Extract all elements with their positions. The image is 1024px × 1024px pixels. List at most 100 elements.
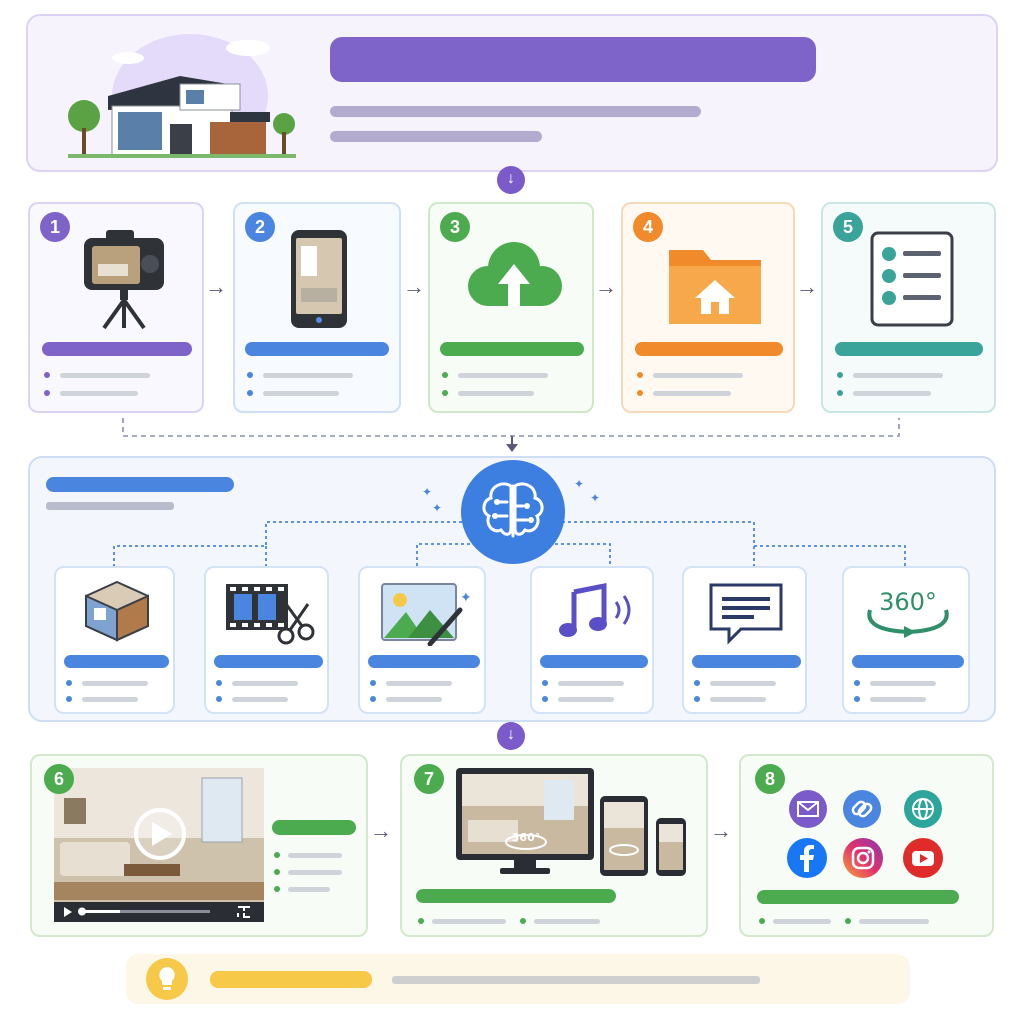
- tip-title-bar: [210, 971, 372, 988]
- video-player-icon[interactable]: [54, 768, 264, 922]
- text-line: [870, 681, 936, 686]
- home-folder-icon: [665, 242, 765, 328]
- text-line: [558, 697, 614, 702]
- dashed-connector: [0, 414, 1024, 454]
- bullet: [442, 372, 448, 378]
- step-title-bar: [272, 820, 356, 835]
- bullet: [216, 680, 222, 686]
- text-line: [60, 373, 150, 378]
- step-number-badge: 8: [755, 764, 785, 794]
- ai-tool-card-captions[interactable]: [682, 566, 807, 714]
- text-line: [773, 919, 831, 924]
- text-line: [263, 391, 339, 396]
- step-title-bar: [635, 342, 783, 356]
- music-audio-icon: [558, 582, 634, 642]
- multi-device-icon: [454, 766, 690, 878]
- bullet: [837, 372, 843, 378]
- text-line: [870, 697, 926, 702]
- bullet: [637, 390, 643, 396]
- text-line: [288, 870, 342, 875]
- text-line: [653, 373, 743, 378]
- header-subtitle-line: [330, 106, 701, 117]
- text-line: [710, 697, 766, 702]
- text-line: [386, 697, 442, 702]
- bullet: [247, 372, 253, 378]
- step-title-bar: [440, 342, 584, 356]
- text-line: [853, 391, 931, 396]
- right-arrow-icon: →: [710, 818, 732, 843]
- text-line: [60, 391, 138, 396]
- bullet: [694, 680, 700, 686]
- text-line: [653, 391, 731, 396]
- right-arrow-icon: →: [205, 274, 227, 299]
- bullet: [520, 918, 526, 924]
- right-arrow-icon: →: [595, 274, 617, 299]
- email-icon[interactable]: [789, 790, 827, 828]
- globe-icon[interactable]: [904, 790, 942, 828]
- smartphone-icon: [289, 228, 349, 330]
- header-title-bar: [330, 37, 816, 82]
- step-card-8[interactable]: 8: [739, 754, 994, 937]
- step-title-bar: [245, 342, 389, 356]
- text-line: [534, 919, 600, 924]
- ai-panel-subtitle-line: [46, 502, 174, 510]
- step-title-bar: [416, 889, 616, 903]
- bullet: [837, 390, 843, 396]
- right-arrow-icon: →: [370, 818, 392, 843]
- bullet: [247, 390, 253, 396]
- step-card-5[interactable]: 5: [821, 202, 996, 413]
- lightbulb-icon: [146, 958, 188, 1000]
- step-number-badge: 5: [833, 212, 863, 242]
- text-line: [432, 919, 506, 924]
- text-line: [458, 391, 534, 396]
- bullet: [759, 918, 765, 924]
- tool-title-bar: [540, 655, 648, 668]
- step-card-2[interactable]: 2: [233, 202, 401, 413]
- text-line: [458, 373, 548, 378]
- svg-text:✦: ✦: [590, 491, 600, 505]
- brain-circuit-icon: [459, 458, 567, 566]
- house-illustration: [60, 24, 306, 164]
- view-360-label: 360°: [879, 588, 937, 616]
- ai-tool-card-music[interactable]: [530, 566, 654, 714]
- ai-tool-card-film-edit[interactable]: [204, 566, 329, 714]
- step-number-badge: 3: [440, 212, 470, 242]
- 3d-room-icon: [82, 578, 152, 644]
- bullet: [66, 680, 72, 686]
- tool-title-bar: [214, 655, 323, 668]
- step-card-7[interactable]: 7 360°: [400, 754, 708, 937]
- step-number-badge: 7: [414, 764, 444, 794]
- bullet: [854, 696, 860, 702]
- down-arrow-icon: ↓: [497, 722, 525, 750]
- facebook-icon[interactable]: [787, 838, 827, 878]
- ai-tool-card-image-magic[interactable]: ✦: [358, 566, 486, 714]
- bullet: [274, 886, 280, 892]
- ai-tool-card-3d-room[interactable]: [54, 566, 175, 714]
- bullet: [542, 680, 548, 686]
- tip-text-line: [392, 976, 760, 984]
- step-card-6[interactable]: 6: [30, 754, 368, 937]
- step-title-bar: [757, 890, 959, 904]
- youtube-icon[interactable]: [903, 838, 943, 878]
- bullet: [44, 372, 50, 378]
- step-title-bar: [835, 342, 983, 356]
- camera-on-tripod-icon: [76, 224, 172, 332]
- tool-title-bar: [368, 655, 480, 668]
- link-icon[interactable]: [843, 790, 881, 828]
- svg-text:✦: ✦: [432, 501, 442, 515]
- instagram-icon[interactable]: [843, 838, 883, 878]
- bullet: [66, 696, 72, 702]
- step-number-badge: 1: [40, 212, 70, 242]
- bullet: [216, 696, 222, 702]
- tool-title-bar: [64, 655, 169, 668]
- step-card-3[interactable]: 3: [428, 202, 594, 413]
- tool-title-bar: [852, 655, 964, 668]
- bullet: [370, 680, 376, 686]
- step-card-1[interactable]: 1: [28, 202, 204, 413]
- step-card-4[interactable]: 4: [621, 202, 795, 413]
- ai-tool-card-360[interactable]: 360°: [842, 566, 970, 714]
- bullet: [418, 918, 424, 924]
- bullet: [637, 372, 643, 378]
- svg-text:✦: ✦: [574, 477, 584, 491]
- device-360-badge: 360°: [511, 831, 541, 844]
